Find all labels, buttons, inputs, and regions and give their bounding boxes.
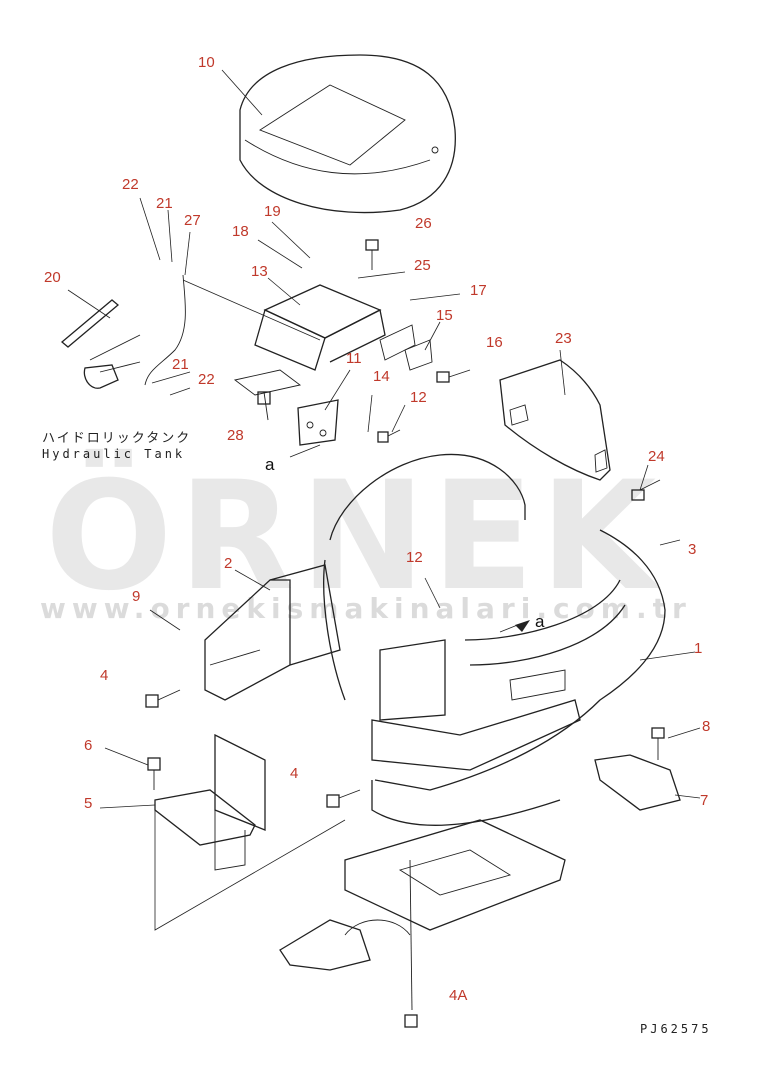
part-number-label: 19 [264,203,281,220]
hydraulic-tank-en: Hydraulic Tank [42,447,185,461]
part-number-label: 9 [132,588,140,605]
part-number-label: 16 [486,334,503,351]
part-number-label: 12 [410,389,427,406]
part-number-label: 12 [406,549,423,566]
part-number-label: 23 [555,330,572,347]
part-number-label: 4 [290,765,298,782]
bolt-icon [145,689,181,708]
part-number-label: 21 [156,195,173,212]
part-side-plate [594,754,681,811]
part-number-label: 20 [44,269,61,286]
part-tank-rod [60,299,141,389]
bolt-icon [147,757,161,790]
part-number-label: 26 [415,215,432,232]
watermark-url: www.ornekismakinalari.com.tr [40,592,692,625]
part-bracket [154,733,266,871]
part-number-label: 10 [198,54,215,71]
part-cable [144,274,186,386]
part-side-cover [204,564,341,701]
bolt-icon [326,789,361,808]
part-number-label: 17 [470,282,487,299]
part-number-label: 4 [100,667,108,684]
part-number-label: 5 [84,795,92,812]
bolt-icon [404,1014,418,1028]
part-base-frame [279,819,566,1011]
bolt-icons [145,239,665,1028]
part-number-label: 11 [346,350,362,367]
part-number-label: 27 [184,212,201,229]
bolt-icon [436,369,471,383]
detail-lines [154,810,346,931]
watermark-logo: ÖRNEK [45,448,662,624]
part-number-label: 2 [224,555,232,572]
drawing-code: PJ62575 [640,1022,712,1036]
bolt-icon [377,429,401,443]
bolt-icon [651,727,665,760]
view-marker: a [535,612,545,631]
part-number-label: 22 [198,371,215,388]
part-plate [297,399,339,446]
bolt-icon [365,239,379,270]
part-number-label: 13 [251,263,268,280]
part-number-label: 18 [232,223,249,240]
part-number-label: 6 [84,737,92,754]
part-number-label: 28 [227,427,244,444]
part-rear-panel [499,359,611,481]
part-number-label: 1 [694,640,702,657]
part-number-label: 25 [414,257,431,274]
view-marker: a [265,455,275,474]
part-seat-cushion [239,54,456,214]
part-number-label: 8 [702,718,710,735]
view-arrows [289,444,530,633]
bolt-icon [631,479,661,501]
part-number-label: 22 [122,176,139,193]
part-number-label: 4A [449,987,467,1004]
part-floor-cover [323,453,666,826]
part-number-label: 7 [700,792,708,809]
part-number-label: 15 [436,307,453,324]
part-number-label: 24 [648,448,665,465]
part-seat-bracket [233,284,433,396]
hydraulic-tank-jp: ハイドロリックタンク [42,431,191,446]
leader-lines [67,69,701,809]
part-number-label: 14 [373,368,390,385]
bolt-icon [257,391,271,421]
part-number-label: 21 [172,356,189,373]
part-number-label: 3 [688,541,696,558]
